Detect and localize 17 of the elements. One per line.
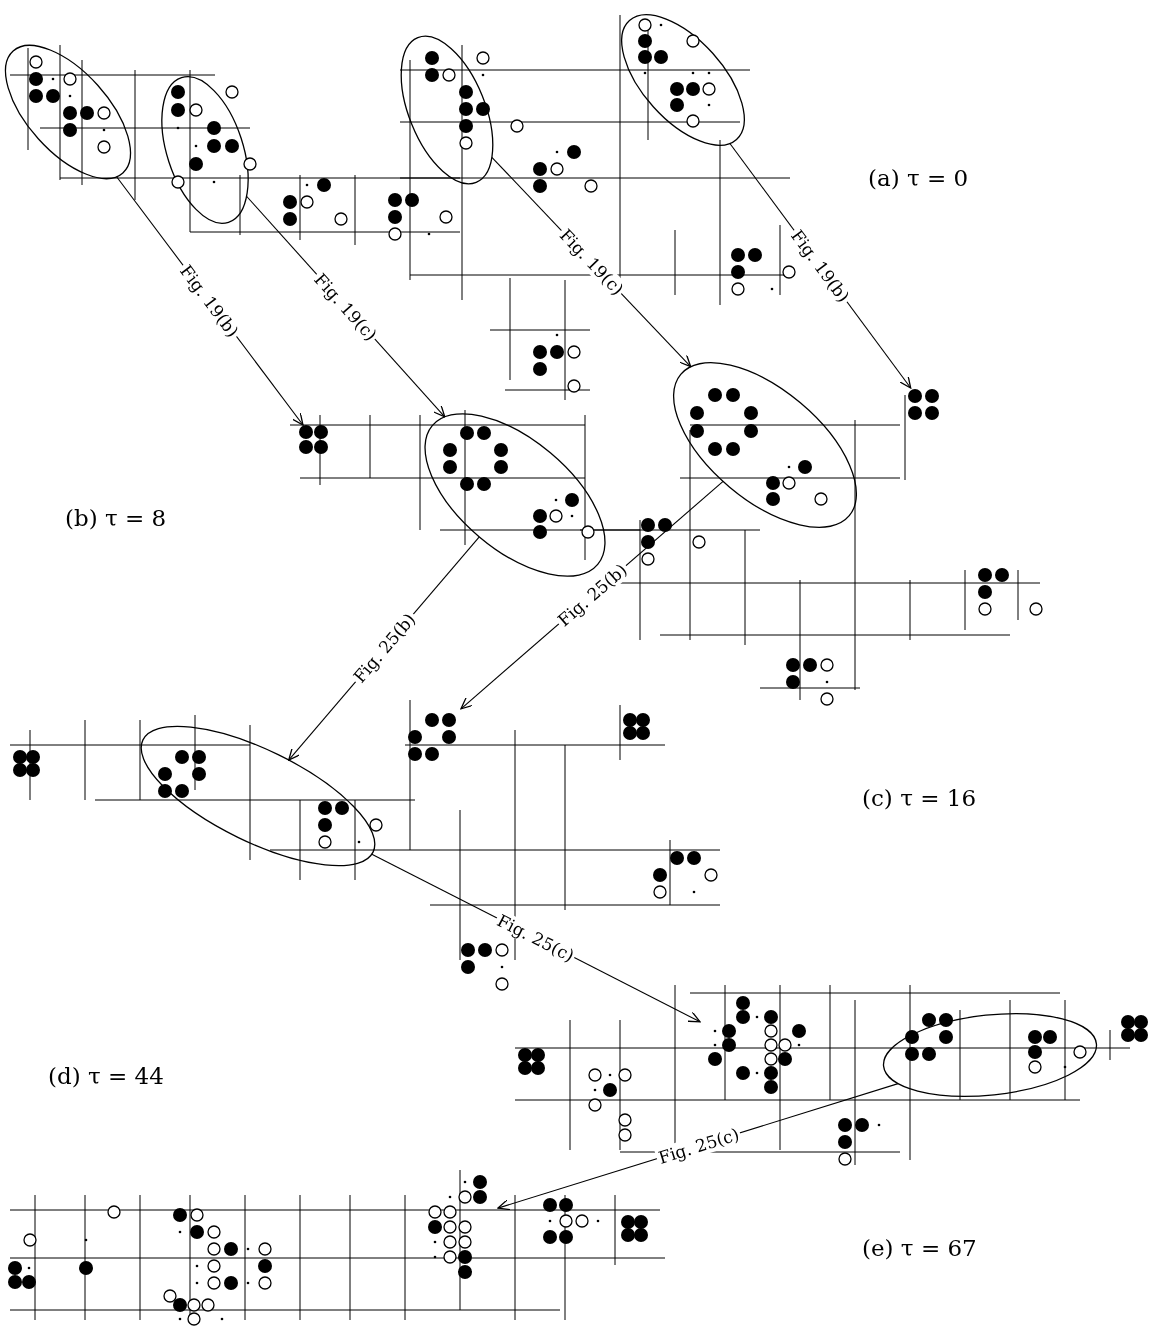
pattern-ellipse: [672, 362, 858, 528]
time-label: (e) τ = 67: [862, 1235, 977, 1261]
time-label: (c) τ = 16: [862, 785, 977, 811]
cell-pattern: [708, 996, 806, 1094]
cell-pattern: [428, 1175, 487, 1279]
time-label: (b) τ = 8: [65, 505, 167, 531]
time-label: (a) τ = 0: [868, 165, 969, 191]
pattern-ellipse: [161, 76, 257, 224]
cell-pattern: [908, 389, 939, 420]
pattern-ellipse: [4, 44, 132, 180]
pattern-ellipse: [882, 1013, 1098, 1097]
pattern-ellipse: [140, 725, 383, 867]
pattern-ellipse: [621, 14, 745, 146]
time-label: (d) τ = 44: [48, 1063, 164, 1089]
cell-pattern: [408, 713, 456, 761]
cell-pattern: [299, 425, 328, 454]
pattern-ellipse: [400, 35, 524, 185]
